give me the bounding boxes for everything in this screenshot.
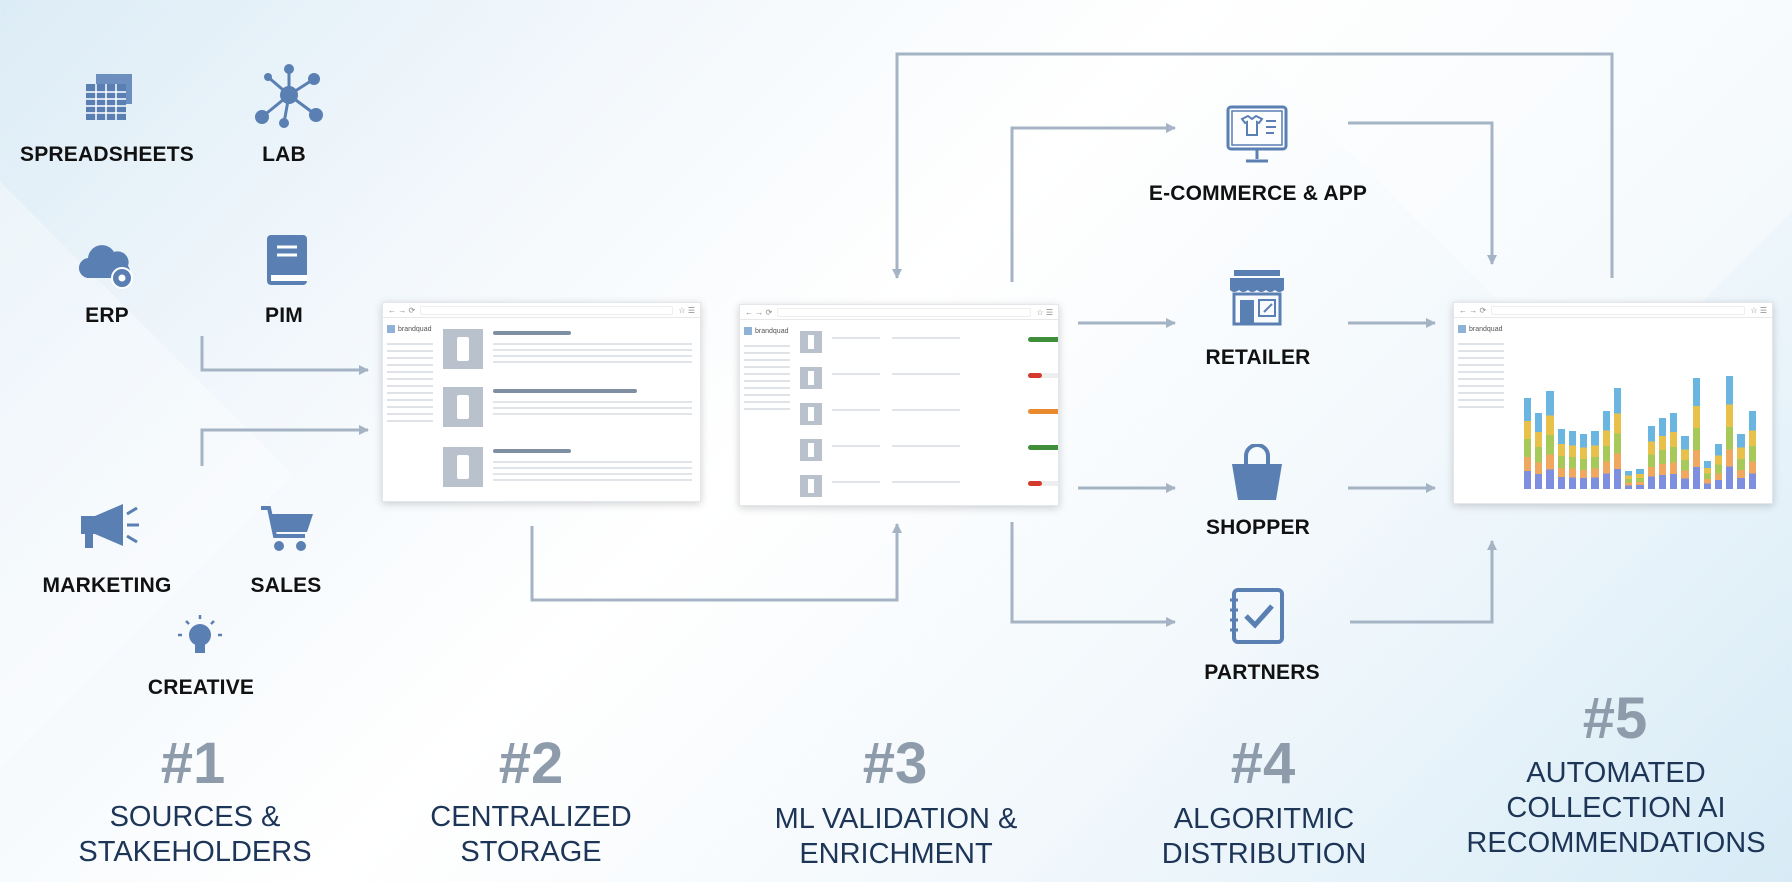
step-3-title: ML VALIDATION & ENRICHMENT [731,802,1061,872]
arrow-validation-to-partners [1010,522,1176,627]
browser-bar: ← → ⟳☆ ☰ [383,303,700,318]
book-icon [265,235,309,285]
step-1-title: SOURCES & STAKEHOLDERS [30,800,360,870]
step-4-number: #4 [1230,731,1296,796]
arrow-sources-to-storage [200,425,369,466]
arrow-erp-to-storage [200,336,369,375]
cart-icon [259,504,315,554]
megaphone-icon [79,502,141,552]
brand-name: brandquad [1469,325,1503,333]
step-5-title: AUTOMATED COLLECTION AI RECOMMENDATIONS [1451,756,1781,861]
ecommerce-label: E-COMMERCE & APP [1148,182,1368,205]
spreadsheets-label: SPREADSHEETS [20,143,194,166]
arrow-validation-to-ecommerce [1010,123,1176,282]
step-2-line1: CENTRALIZED [430,801,632,833]
brand-name: brandquad [398,325,432,333]
recommendations-window: ← → ⟳☆ ☰ brandquad [1453,302,1773,504]
validation-row [800,403,1058,427]
arrow-partners-to-ai [1350,540,1497,624]
molecule-icon [254,63,324,129]
step-5-line3: RECOMMENDATIONS [1466,827,1766,859]
validation-window: ← → ⟳☆ ☰ brandquad [739,304,1059,506]
pim-label: PIM [265,304,303,327]
brand-name: brandquad [755,327,789,335]
marketing-label: MARKETING [42,574,172,597]
sidebar: brandquad [1458,325,1504,413]
step-1-number: #1 [160,731,226,796]
validation-row [800,331,1058,355]
shopping-bag-icon [1228,444,1286,502]
product-row [443,387,692,429]
step-3-number: #3 [862,731,928,796]
cloud-gear-icon [78,240,138,290]
step-5-line1: AUTOMATED [1526,757,1706,789]
shopper-label: SHOPPER [1205,516,1311,539]
sales-label: SALES [250,574,322,597]
browser-bar: ← → ⟳☆ ☰ [740,305,1058,320]
step-1-line2: STAKEHOLDERS [78,836,312,868]
step-5-number: #5 [1582,686,1648,751]
arrow-loop-back-top [892,52,1614,279]
partners-label: PARTNERS [1204,661,1320,684]
validation-row [800,475,1058,499]
step-4-line2: DISTRIBUTION [1161,838,1367,870]
creative-label: CREATIVE [147,676,255,699]
storefront-icon [1228,268,1286,326]
sidebar: brandquad [387,325,433,427]
step-2-number: #2 [498,731,564,796]
storage-window: ← → ⟳☆ ☰ brandquad [382,302,701,502]
browser-bar: ← → ⟳☆ ☰ [1454,303,1772,318]
checklist-icon [1228,586,1286,644]
step-3-line1: ML VALIDATION & [774,803,1018,835]
lab-label: LAB [262,143,306,166]
retailer-label: RETAILER [1205,346,1311,369]
validation-row [800,367,1058,391]
lightbulb-icon [176,613,224,661]
spreadsheet-icon [84,74,134,122]
erp-label: ERP [85,304,129,327]
step-5-line2: COLLECTION AI [1506,792,1726,824]
step-4-line1: ALGORITMIC [1173,803,1355,835]
arrow-storage-to-validation [530,523,902,602]
step-1-line1: SOURCES & [109,801,281,833]
step-3-line2: ENRICHMENT [799,838,993,870]
stacked-bar-thumbnail [1524,363,1756,489]
validation-row [800,439,1058,463]
monitor-icon [1226,105,1288,165]
arrow-ecommerce-to-ai [1348,121,1497,265]
product-row [443,447,692,489]
product-row [443,329,692,371]
step-4-title: ALGORITMIC DISTRIBUTION [1099,802,1429,872]
sidebar: brandquad [744,327,790,415]
step-2-line2: STORAGE [460,836,602,868]
step-2-title: CENTRALIZED STORAGE [366,800,696,870]
